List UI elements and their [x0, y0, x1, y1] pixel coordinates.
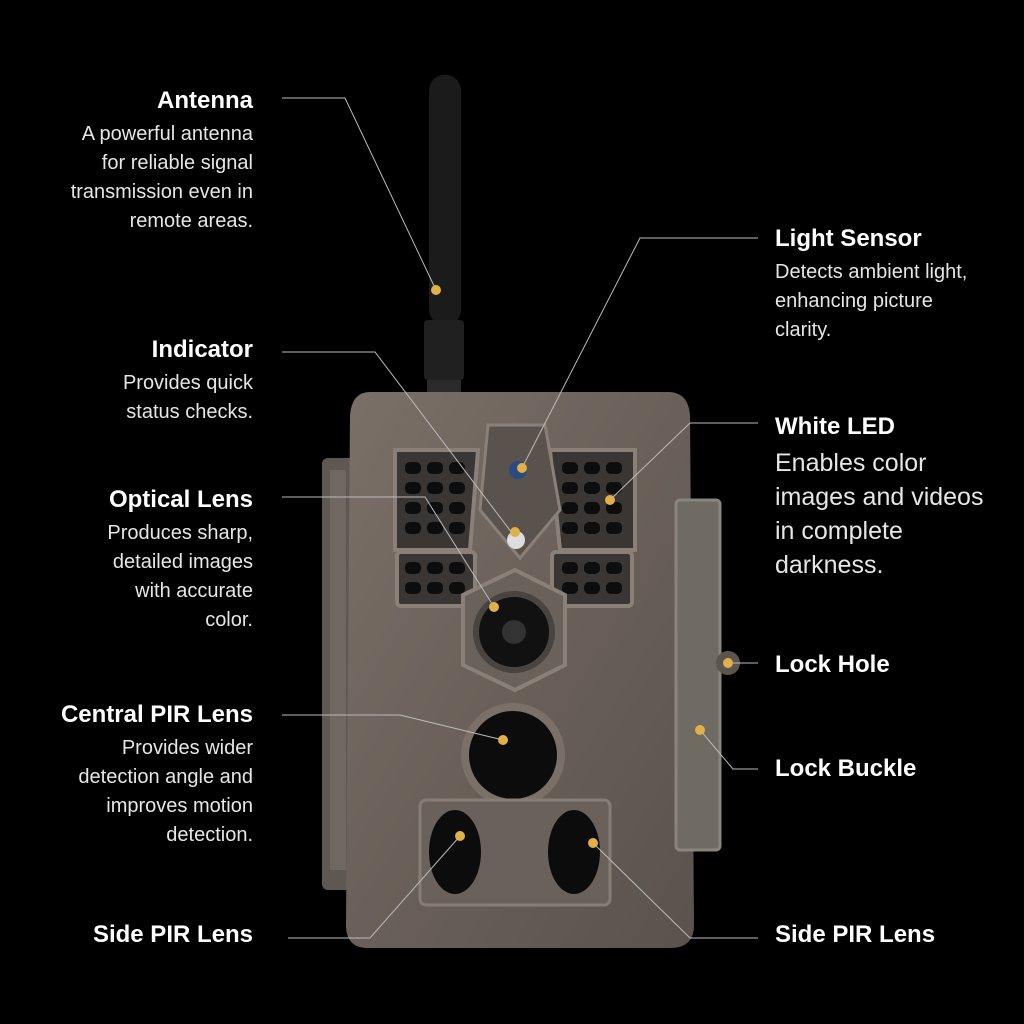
ir-led [405, 462, 421, 474]
desc-line: detection. [166, 824, 253, 846]
ir-led [449, 502, 465, 514]
callout-title: Lock Hole [775, 651, 890, 678]
ir-led [584, 582, 600, 594]
callout-title: Optical Lens [108, 486, 253, 513]
ir-led [562, 582, 578, 594]
desc-line: color. [205, 609, 253, 631]
desc-line: darkness. [775, 551, 884, 579]
side-pir-lens-right [548, 810, 600, 894]
ir-led [606, 482, 622, 494]
callout-white-led: White LED Enables color images and video… [775, 412, 1024, 582]
ir-leds [405, 462, 622, 594]
desc-line: clarity. [775, 319, 832, 341]
ir-led [562, 462, 578, 474]
desc-line: Produces sharp, [107, 522, 253, 544]
leader-lines [282, 97, 758, 939]
ir-led [584, 562, 600, 574]
desc-line: A powerful antenna [81, 123, 253, 145]
desc-line: Provides wider [121, 737, 253, 759]
desc-line: detailed images [112, 551, 253, 573]
desc-line: with accurate [135, 580, 253, 602]
desc-line: status checks. [126, 401, 253, 423]
callout-side-pir-lens-right: Side PIR Lens [775, 920, 1024, 950]
desc-line: Enables color [775, 449, 927, 477]
ir-led [449, 522, 465, 534]
callout-desc: Provides wider detection angle and impro… [0, 734, 253, 850]
callout-indicator: Indicator Provides quick status checks. [0, 335, 253, 427]
callout-lock-hole: Lock Hole [775, 650, 1024, 680]
ir-led [427, 462, 443, 474]
ir-led [405, 482, 421, 494]
ir-led [606, 562, 622, 574]
ir-led [562, 562, 578, 574]
ir-led [562, 502, 578, 514]
ir-led [584, 502, 600, 514]
ir-led [427, 522, 443, 534]
ir-led [562, 522, 578, 534]
ir-led [405, 582, 421, 594]
desc-line: images and videos [775, 483, 984, 511]
ir-led [449, 582, 465, 594]
ir-led [405, 522, 421, 534]
desc-line: detection angle and [78, 766, 253, 788]
callout-lock-buckle: Lock Buckle [775, 754, 1024, 784]
ir-led [449, 562, 465, 574]
desc-line: remote areas. [129, 210, 253, 232]
ir-led [606, 582, 622, 594]
callout-desc: Enables color images and videos in compl… [775, 446, 1024, 582]
callout-title: Side PIR Lens [775, 921, 936, 948]
ir-led [405, 502, 421, 514]
desc-line: in complete [775, 517, 903, 545]
callout-title: Antenna [157, 87, 253, 114]
ir-led [584, 482, 600, 494]
callout-desc: A powerful antenna for reliable signal t… [0, 120, 253, 236]
ir-led [606, 522, 622, 534]
desc-line: Detects ambient light, [775, 261, 968, 283]
callout-antenna: Antenna A powerful antenna for reliable … [0, 86, 253, 236]
ir-led [427, 582, 443, 594]
desc-line: enhancing picture [775, 290, 933, 312]
side-pir-lens-left [429, 810, 481, 894]
callout-central-pir-lens: Central PIR Lens Provides wider detectio… [0, 700, 253, 850]
ir-led [405, 562, 421, 574]
ir-led [427, 562, 443, 574]
callout-desc: Detects ambient light, enhancing picture… [775, 258, 1024, 345]
desc-line: improves motion [106, 795, 253, 817]
antenna [424, 75, 464, 412]
desc-line: Provides quick [122, 372, 253, 394]
callout-side-pir-lens-left: Side PIR Lens [0, 920, 253, 950]
callout-optical-lens: Optical Lens Produces sharp, detailed im… [0, 485, 253, 635]
callout-title: Side PIR Lens [92, 921, 253, 948]
ir-led [427, 482, 443, 494]
callout-dots [431, 285, 733, 848]
callout-desc: Provides quick status checks. [0, 369, 253, 427]
lock-buckle [674, 498, 722, 852]
ir-led [584, 462, 600, 474]
ir-led [449, 482, 465, 494]
lens-glass [502, 620, 526, 644]
sensor-panel [478, 423, 562, 561]
desc-line: transmission even in [70, 181, 253, 203]
callout-title: White LED [775, 413, 895, 440]
callout-title: Central PIR Lens [60, 701, 253, 728]
callout-title: Light Sensor [775, 225, 922, 252]
callout-desc: Produces sharp, detailed images with acc… [0, 519, 253, 635]
ir-led [562, 482, 578, 494]
desc-line: for reliable signal [101, 152, 253, 174]
ir-led [584, 522, 600, 534]
ir-led [427, 502, 443, 514]
callout-title: Indicator [151, 336, 253, 363]
callout-light-sensor: Light Sensor Detects ambient light, enha… [775, 224, 1024, 345]
central-pir-lens [461, 703, 565, 807]
ir-led [606, 462, 622, 474]
callout-title: Lock Buckle [775, 755, 917, 782]
